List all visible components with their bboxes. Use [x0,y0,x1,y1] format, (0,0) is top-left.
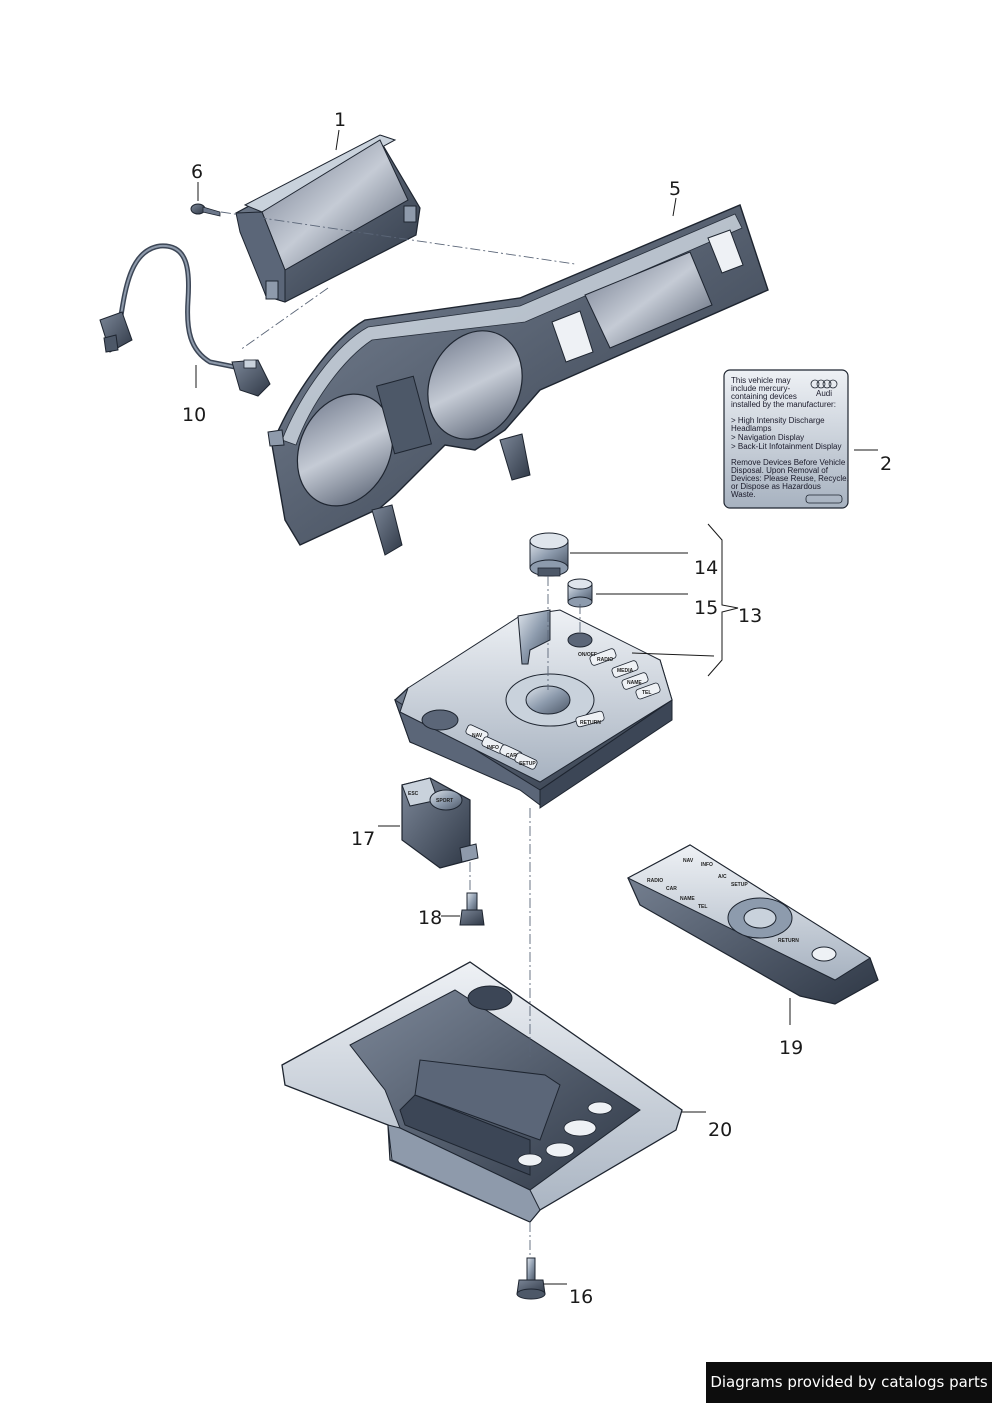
btn-label: SETUP [519,761,536,767]
callout-15: 15 [694,597,718,619]
audi-logo-text: Audi [816,389,832,398]
callout-numbers: 1 6 5 10 2 14 15 13 17 18 19 20 16 [182,109,892,1308]
btn-label: NAV [472,733,483,739]
bolt-part-18 [459,892,485,926]
callout-20: 20 [708,1119,732,1141]
label-line: > Back-Lit Infotainment Display [731,442,842,451]
remote-btn-label: CAR [666,886,677,892]
remote-btn-label: RADIO [647,878,663,884]
label-line: include mercury- [731,384,790,393]
knob-part-14 [529,532,569,577]
label-line: installed by the manufacturer: [731,400,836,409]
label-line: Remove Devices Before Vehicle [731,458,846,467]
audi-logo: Audi [810,379,838,398]
knob-part-15 [567,578,593,608]
leader-lines [195,129,878,1285]
callout-16: 16 [569,1286,593,1308]
btn-label: NAME [627,680,642,686]
callout-14: 14 [694,557,718,579]
label-line: Devices: Please Reuse, Recycle, [731,474,849,483]
remote-btn-label: RETURN [778,938,799,944]
display-unit-part-1 [235,134,421,303]
btn-label: CAR [506,753,517,759]
label-line: containing devices [731,392,797,401]
control-buttons: ON/OFF RADIO MEDIA NAME TEL NAV INFO CAR… [465,648,661,770]
remote-control-part-19: NAV INFO RADIO CAR NAME TEL A/C SETUP RE… [626,844,879,1005]
remote-btn-label: NAV [683,858,694,864]
console-tray-part-20 [281,961,683,1223]
label-line: or Dispose as Hazardous [731,482,821,491]
callout-1: 1 [334,109,346,131]
btn-label: TEL [642,690,651,696]
switch-module-part-17: ESC SPORT [401,777,479,869]
remote-btn-label: INFO [701,862,713,868]
callout-13: 13 [738,605,762,627]
callout-10: 10 [182,404,206,426]
assembly-lines [220,211,581,1258]
footer-credit: Diagrams provided by catalogs parts [706,1362,992,1403]
control-unit-part-13: ON/OFF RADIO MEDIA NAME TEL NAV INFO CAR… [394,609,673,809]
btn-label: RADIO [597,657,613,663]
label-line: > Navigation Display [731,433,804,442]
callout-18: 18 [418,907,442,929]
btn-label: INFO [487,745,499,751]
remote-btn-label: NAME [680,896,695,902]
label-line: Headlamps [731,424,771,433]
callout-2: 2 [880,453,892,475]
callout-6: 6 [191,161,203,183]
btn-label: RETURN [580,720,601,726]
trim-panel-part-5 [267,204,769,556]
wiring-harness-part-10 [99,243,271,397]
screw-part-16 [516,1257,546,1300]
btn-label: ON/OFF [578,652,597,658]
callout-19: 19 [779,1037,803,1059]
remote-btn-label: SETUP [731,882,748,888]
label-line: This vehicle may [731,376,791,385]
label-line: Disposal. Upon Removal of [731,466,829,475]
label-line: > High Intensity Discharge [731,416,825,425]
callout-17: 17 [351,828,375,850]
warning-label-part-2: Audi This vehicle may include mercury- c… [723,369,849,509]
switch-label: SPORT [436,798,453,804]
remote-btn-label: TEL [698,904,707,910]
screw-part-6 [190,203,221,217]
btn-label: MEDIA [617,668,634,674]
label-line: Waste. [731,490,756,499]
switch-label: ESC [408,791,419,797]
remote-btn-label: A/C [718,874,727,880]
callout-5: 5 [669,178,681,200]
